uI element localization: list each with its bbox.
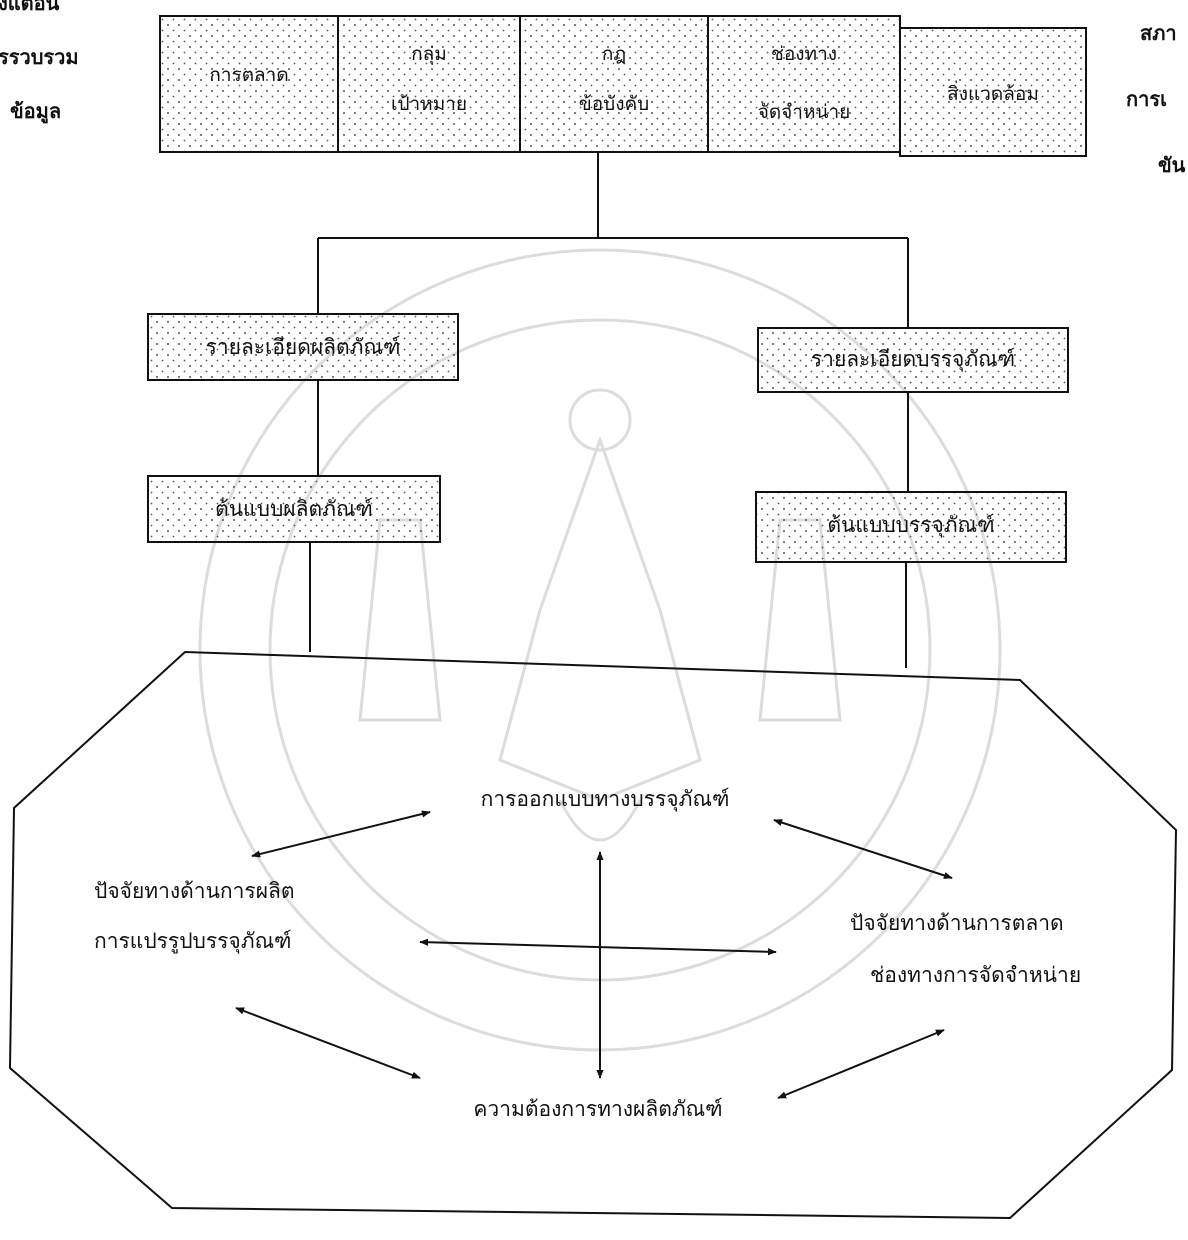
package-detail-label: รายละเอียดบรรจุภัณฑ์ xyxy=(811,347,1015,372)
top-box-marketing-label: การตลาด xyxy=(209,64,288,86)
top-box-distribution-channel: ช่องทาง จัดจำหน่าย xyxy=(707,15,901,153)
top-box-environment-label: สิ่งแวดล้อม xyxy=(947,80,1039,105)
product-detail-box: รายละเอียดผลิตภัณฑ์ xyxy=(147,313,459,381)
top-box-distribution-line-2: จัดจำหน่าย xyxy=(758,101,851,123)
right-margin-line-3: ขัน xyxy=(1158,153,1186,177)
product-detail-label: รายละเอียดผลิตภัณฑ์ xyxy=(206,335,401,359)
right-margin-line-1: สภา xyxy=(1140,21,1177,45)
arrow-production-marketing xyxy=(419,938,777,956)
top-box-target-group-line-1: กลุ่ม xyxy=(411,43,447,66)
right-margin-text: สภา การเ ขัน xyxy=(1126,21,1186,177)
left-margin-line-1: งแตอน xyxy=(0,0,60,15)
top-box-target-group: กลุ่ม เป้าหมาย xyxy=(337,15,521,153)
left-margin-line-2: รรวบรวม xyxy=(0,45,79,69)
production-factor-line-1: ปัจจัยทางด้านการผลิต xyxy=(94,879,295,903)
package-detail-box: รายละเอียดบรรจุภัณฑ์ xyxy=(757,327,1069,393)
relationship-arrows xyxy=(235,810,953,1099)
top-box-marketing: การตลาด xyxy=(159,15,339,153)
arrow-marketing-requirement xyxy=(777,1029,945,1099)
left-margin-text: งแตอน รรวบรวม ข้อมูล xyxy=(0,0,79,125)
top-box-regulations-line-1: กฎ xyxy=(602,43,626,65)
arrow-design-production xyxy=(251,810,431,858)
arrow-production-requirement xyxy=(235,1007,421,1079)
connector-lines xyxy=(309,152,909,668)
marketing-factor-line-1: ปัจจัยทางด้านการตลาด xyxy=(850,911,1064,935)
factor-labels: การออกแบบทางบรรจุภัณฑ์ ปัจจัยทางด้านการผ… xyxy=(94,787,1081,1121)
top-box-regulations-line-2: ข้อบังคับ xyxy=(579,93,650,115)
product-requirement-label: ความต้องการทางผลิตภัณฑ์ xyxy=(473,1097,722,1121)
right-margin-line-2: การเ xyxy=(1126,87,1167,111)
top-box-row: การตลาด กลุ่ม เป้าหมาย กฎ ข้อบังคับ ช่อง… xyxy=(159,15,1087,157)
marketing-factor-line-2: ช่องทางการจัดจำหน่าย xyxy=(870,963,1081,987)
packaging-design-label: การออกแบบทางบรรจุภัณฑ์ xyxy=(481,787,730,812)
top-box-distribution-line-1: ช่องทาง xyxy=(771,43,837,65)
top-box-regulations: กฎ ข้อบังคับ xyxy=(519,15,709,153)
arrow-design-marketing xyxy=(773,819,953,879)
production-factor-line-2: การแปรรูปบรรจุภัณฑ์ xyxy=(94,929,292,954)
product-prototype-box: ต้นแบบผลิตภัณฑ์ xyxy=(147,475,441,543)
top-box-environment: สิ่งแวดล้อม xyxy=(899,27,1087,157)
octagon-frame xyxy=(8,650,1178,1220)
product-prototype-label: ต้นแบบผลิตภัณฑ์ xyxy=(215,497,373,521)
package-prototype-box: ต้นแบบบรรจุภัณฑ์ xyxy=(755,491,1067,563)
package-prototype-label: ต้นแบบบรรจุภัณฑ์ xyxy=(827,513,994,538)
top-box-target-group-line-2: เป้าหมาย xyxy=(391,93,467,115)
left-margin-line-3: ข้อมูล xyxy=(10,99,61,125)
